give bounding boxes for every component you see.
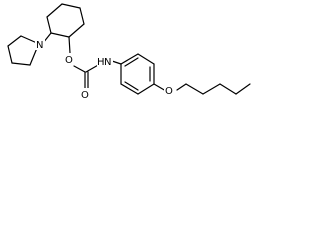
bond-pyrrolidine-1 — [20, 35, 38, 44]
atom-labels: N O O H N O — [35, 39, 176, 101]
bond-ester-o-carbonyl-c — [73, 65, 86, 73]
bond-benzene-4 — [137, 83, 155, 95]
molecule-structure: N O O H N O — [7, 3, 251, 101]
bond-cyclohexane-3 — [61, 3, 81, 9]
bond-benzene-1 — [120, 53, 139, 65]
bond-pyrrolidine-5 — [29, 47, 38, 66]
bond-pyrrolidine-3 — [7, 45, 13, 64]
bond-pentyl-5 — [235, 83, 251, 95]
bond-benzene-5 — [120, 83, 139, 95]
amide-nitrogen-label: N — [104, 57, 111, 68]
bond-pentyl-2 — [185, 83, 204, 95]
pyrrolidine-nitrogen-label: N — [36, 40, 43, 51]
bond-cyclohexane-ester-o — [68, 36, 71, 54]
bond-benzene-inner-3 — [124, 81, 139, 91]
ether-oxygen-label: O — [165, 86, 173, 97]
bond-pyrrolidine-4 — [11, 62, 31, 66]
bond-pentyl-4 — [219, 83, 237, 95]
bond-pentyl-3 — [202, 83, 221, 95]
bond-cyclohexane-4 — [79, 7, 85, 25]
bond-cyclohexane-5 — [68, 23, 85, 38]
amide-hydrogen-label: H — [97, 57, 105, 68]
carbonyl-oxygen-label: O — [81, 90, 89, 101]
bond-cyclohexane-2 — [46, 3, 63, 18]
bond-pyrrolidine-2 — [7, 35, 22, 47]
bond-cyclohexane-1 — [46, 16, 52, 34]
bond-pentyl-1 — [176, 83, 187, 91]
bond-cyclohexane-6 — [50, 32, 70, 38]
ester-oxygen-label: O — [65, 55, 73, 66]
bond-benzene-inner-1 — [124, 57, 139, 67]
bond-benzene-2 — [137, 53, 155, 65]
